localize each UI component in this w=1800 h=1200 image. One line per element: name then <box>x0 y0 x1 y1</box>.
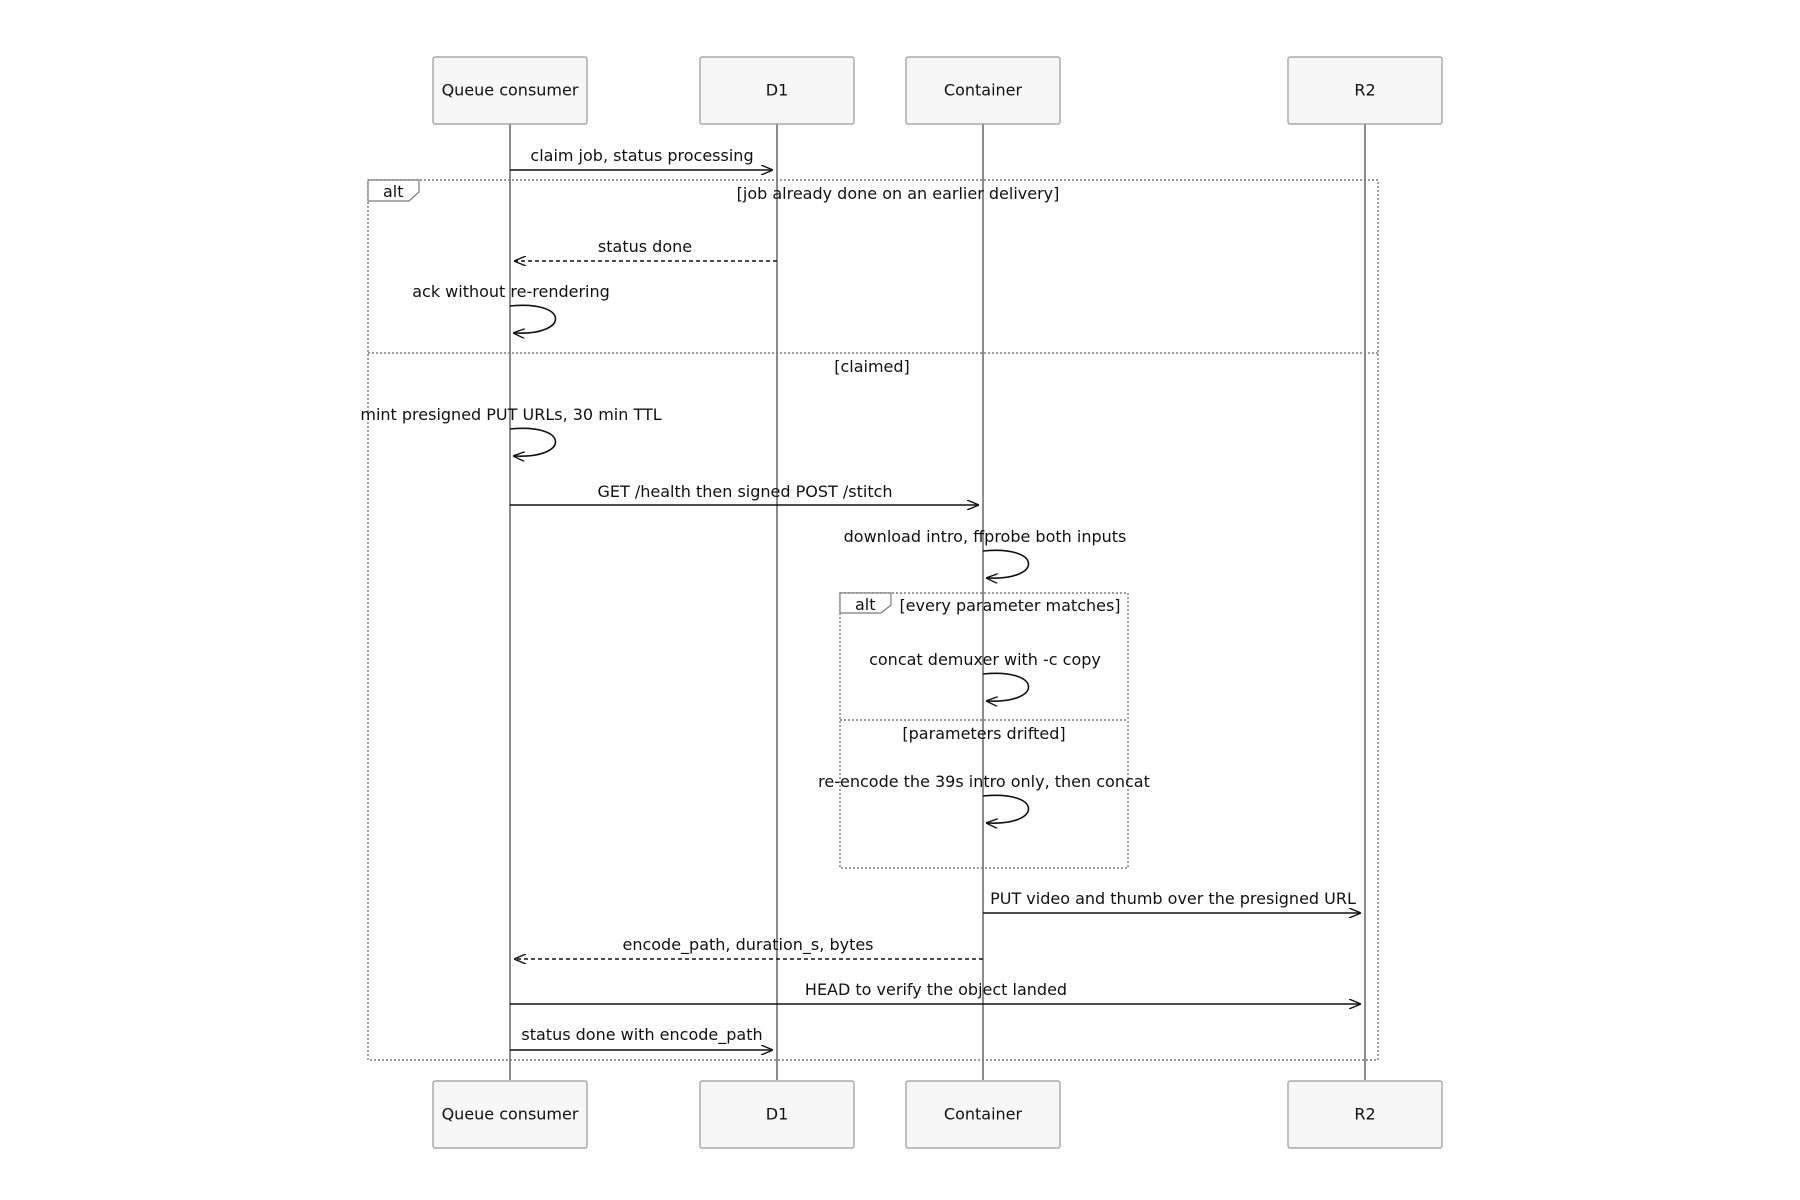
alt-keyword: alt <box>383 182 404 201</box>
alt-frame-inner: alt [every parameter matches] [parameter… <box>839 592 1129 869</box>
alt-condition-params-match: [every parameter matches] <box>899 596 1120 615</box>
message-label: download intro, ffprobe both inputs <box>844 527 1127 546</box>
alt-condition-params-drifted: [parameters drifted] <box>902 724 1065 743</box>
actor-label: R2 <box>1354 81 1375 100</box>
message-download-intro-ffprobe: download intro, ffprobe both inputs <box>844 527 1127 578</box>
message-get-health-post-stitch: GET /health then signed POST /stitch <box>510 482 978 505</box>
actor-label: R2 <box>1354 1105 1375 1124</box>
message-label: status done <box>598 237 692 256</box>
message-head-verify: HEAD to verify the object landed <box>510 980 1360 1004</box>
actor-queue-consumer-bottom: Queue consumer <box>432 1080 588 1149</box>
actor-label: D1 <box>766 1105 789 1124</box>
message-label: ack without re-rendering <box>412 282 610 301</box>
alt-condition-already-done: [job already done on an earlier delivery… <box>737 184 1060 203</box>
message-concat-demuxer: concat demuxer with -c copy <box>869 650 1101 701</box>
actor-label: D1 <box>766 81 789 100</box>
actor-label: Queue consumer <box>442 1105 579 1124</box>
message-label: re-encode the 39s intro only, then conca… <box>818 772 1150 791</box>
actor-d1-top: D1 <box>699 56 855 125</box>
message-label: concat demuxer with -c copy <box>869 650 1101 669</box>
actor-label: Container <box>944 1105 1023 1124</box>
message-status-done-encode-path: status done with encode_path <box>510 1025 772 1050</box>
actor-container-bottom: Container <box>905 1080 1061 1149</box>
message-label: status done with encode_path <box>521 1025 762 1045</box>
message-claim-job: claim job, status processing <box>510 146 772 170</box>
message-ack-without-rerendering: ack without re-rendering <box>412 282 610 333</box>
message-status-done: status done <box>515 237 777 261</box>
alt-frame-outer: alt [job already done on an earlier deli… <box>367 179 1379 1061</box>
message-mint-presigned-urls: mint presigned PUT URLs, 30 min TTL <box>360 405 662 456</box>
actor-queue-consumer-top: Queue consumer <box>432 56 588 125</box>
alt-condition-claimed: [claimed] <box>834 357 910 376</box>
message-label: encode_path, duration_s, bytes <box>622 935 873 955</box>
actor-label: Container <box>944 81 1023 100</box>
message-label: PUT video and thumb over the presigned U… <box>990 889 1356 908</box>
message-label: HEAD to verify the object landed <box>805 980 1067 999</box>
message-put-video-thumb: PUT video and thumb over the presigned U… <box>983 889 1360 913</box>
actor-container-top: Container <box>905 56 1061 125</box>
actor-r2-top: R2 <box>1287 56 1443 125</box>
message-reencode-intro: re-encode the 39s intro only, then conca… <box>818 772 1150 823</box>
alt-keyword: alt <box>855 595 876 614</box>
actor-d1-bottom: D1 <box>699 1080 855 1149</box>
message-label: GET /health then signed POST /stitch <box>597 482 892 501</box>
message-encode-path-return: encode_path, duration_s, bytes <box>515 935 983 959</box>
message-label: mint presigned PUT URLs, 30 min TTL <box>360 405 661 424</box>
message-label: claim job, status processing <box>530 146 753 165</box>
actor-label: Queue consumer <box>442 81 579 100</box>
actor-r2-bottom: R2 <box>1287 1080 1443 1149</box>
